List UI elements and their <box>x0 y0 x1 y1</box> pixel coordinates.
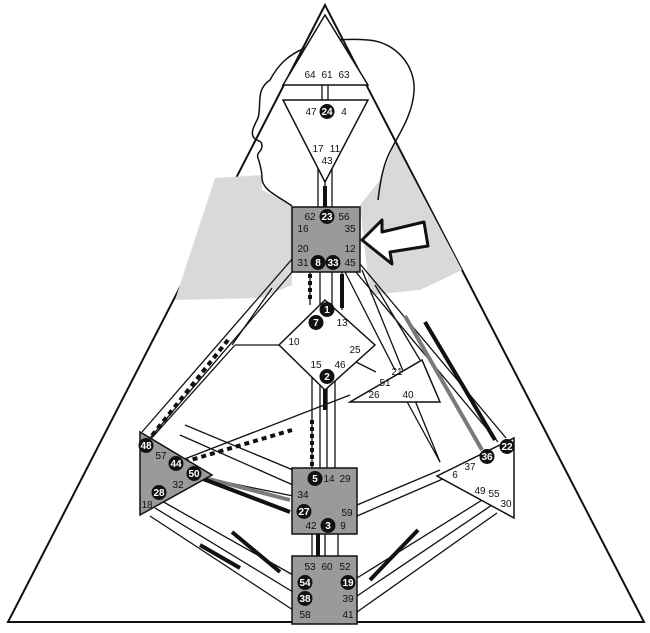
gate-44-marker <box>168 456 184 471</box>
gate-7-label: 7 <box>313 318 319 329</box>
gate-5-label: 5 <box>312 474 318 485</box>
gate-44-label: 44 <box>170 459 182 470</box>
gate-47-label: 47 <box>305 107 317 118</box>
gate-29-label: 29 <box>339 474 351 485</box>
gate-62-label: 62 <box>304 212 316 223</box>
gate-49-label: 49 <box>474 486 486 497</box>
gate-36-label: 36 <box>481 452 493 463</box>
gate-50-label: 50 <box>188 469 200 480</box>
gate-1-label: 1 <box>324 305 330 316</box>
gate-20-label: 20 <box>297 244 309 255</box>
gate-5-marker <box>307 471 323 486</box>
gate-48-marker <box>138 438 154 453</box>
solar-plexus-center <box>435 436 515 520</box>
gate-48-label: 48 <box>140 441 152 452</box>
gate-24-label: 24 <box>321 107 333 118</box>
gate-27-label: 27 <box>298 507 310 518</box>
gate-36-marker <box>479 449 495 464</box>
gate-8-marker <box>310 255 326 270</box>
gate-64-label: 64 <box>304 70 316 81</box>
gate-31-label: 31 <box>297 258 309 269</box>
gate-24-marker <box>319 104 335 119</box>
aura-left <box>175 175 292 300</box>
gate-40-label: 40 <box>402 390 414 401</box>
gate-17-label: 17 <box>312 144 324 155</box>
gate-22-label: 22 <box>501 442 513 453</box>
gate-56-label: 56 <box>338 212 350 223</box>
head-center <box>281 13 370 86</box>
gate-23-marker <box>319 209 335 224</box>
gate-21-label: 21 <box>391 367 403 378</box>
gate-52-label: 52 <box>339 562 351 573</box>
gate-28-marker <box>151 485 167 500</box>
gate-6-label: 6 <box>452 470 458 481</box>
gate-9-label: 9 <box>340 521 346 532</box>
gate-27-marker <box>296 504 312 519</box>
gate-60-label: 60 <box>321 562 333 573</box>
gate-13-label: 13 <box>336 318 348 329</box>
gate-45-label: 45 <box>344 258 356 269</box>
gate-53-label: 53 <box>304 562 316 573</box>
gate-30-label: 30 <box>500 499 512 510</box>
gate-63-label: 63 <box>338 70 350 81</box>
gate-2-label: 2 <box>324 372 330 383</box>
gate-19-label: 19 <box>342 578 354 589</box>
gate-59-label: 59 <box>341 508 353 519</box>
gate-3-label: 3 <box>325 521 331 532</box>
gate-37-label: 37 <box>464 462 476 473</box>
heart-center <box>347 358 442 403</box>
gate-10-label: 10 <box>288 337 300 348</box>
gate-55-label: 55 <box>488 489 500 500</box>
gate-22-marker <box>499 439 515 454</box>
gate-50-marker <box>186 466 202 481</box>
g-center <box>277 298 377 392</box>
gate-4-label: 4 <box>341 107 347 118</box>
gate-42-label: 42 <box>305 521 317 532</box>
gate-46-label: 46 <box>334 360 346 371</box>
gate-26-label: 26 <box>368 390 380 401</box>
gate-58-label: 58 <box>299 610 311 621</box>
gate-14-label: 14 <box>323 474 335 485</box>
gate-3-marker <box>320 518 336 533</box>
gate-1-marker <box>319 302 335 317</box>
gate-43-label: 43 <box>321 156 333 167</box>
gate-23-label: 23 <box>321 212 333 223</box>
gate-33-marker <box>325 255 341 270</box>
root-center <box>291 555 358 625</box>
gate-32-label: 32 <box>172 480 184 491</box>
gate-18-label: 18 <box>141 500 153 511</box>
gate-51-label: 51 <box>379 378 391 389</box>
gate-57-label: 57 <box>155 451 167 462</box>
channels <box>141 85 507 613</box>
arrow-pointer-icon <box>360 218 430 266</box>
gate-39-label: 39 <box>342 594 354 605</box>
gate-16-label: 16 <box>297 224 309 235</box>
gate-15-label: 15 <box>310 360 322 371</box>
gate-54-label: 54 <box>299 578 311 589</box>
gate-25-label: 25 <box>349 345 361 356</box>
gate-11-label: 11 <box>330 144 341 155</box>
gate-33-label: 33 <box>327 258 339 269</box>
gate-28-label: 28 <box>153 488 165 499</box>
gate-61-label: 61 <box>321 70 333 81</box>
gate-41-label: 41 <box>342 610 354 621</box>
gate-35-label: 35 <box>344 224 356 235</box>
gate-8-label: 8 <box>315 258 321 269</box>
gate-54-marker <box>297 575 313 590</box>
gate-19-marker <box>340 575 356 590</box>
gate-7-marker <box>308 315 324 330</box>
gate-38-label: 38 <box>299 594 311 605</box>
gate-38-marker <box>297 591 313 606</box>
gate-2-marker <box>319 369 335 384</box>
gate-12-label: 12 <box>344 244 356 255</box>
gate-34-label: 34 <box>297 490 309 501</box>
ajna-center <box>281 99 370 184</box>
